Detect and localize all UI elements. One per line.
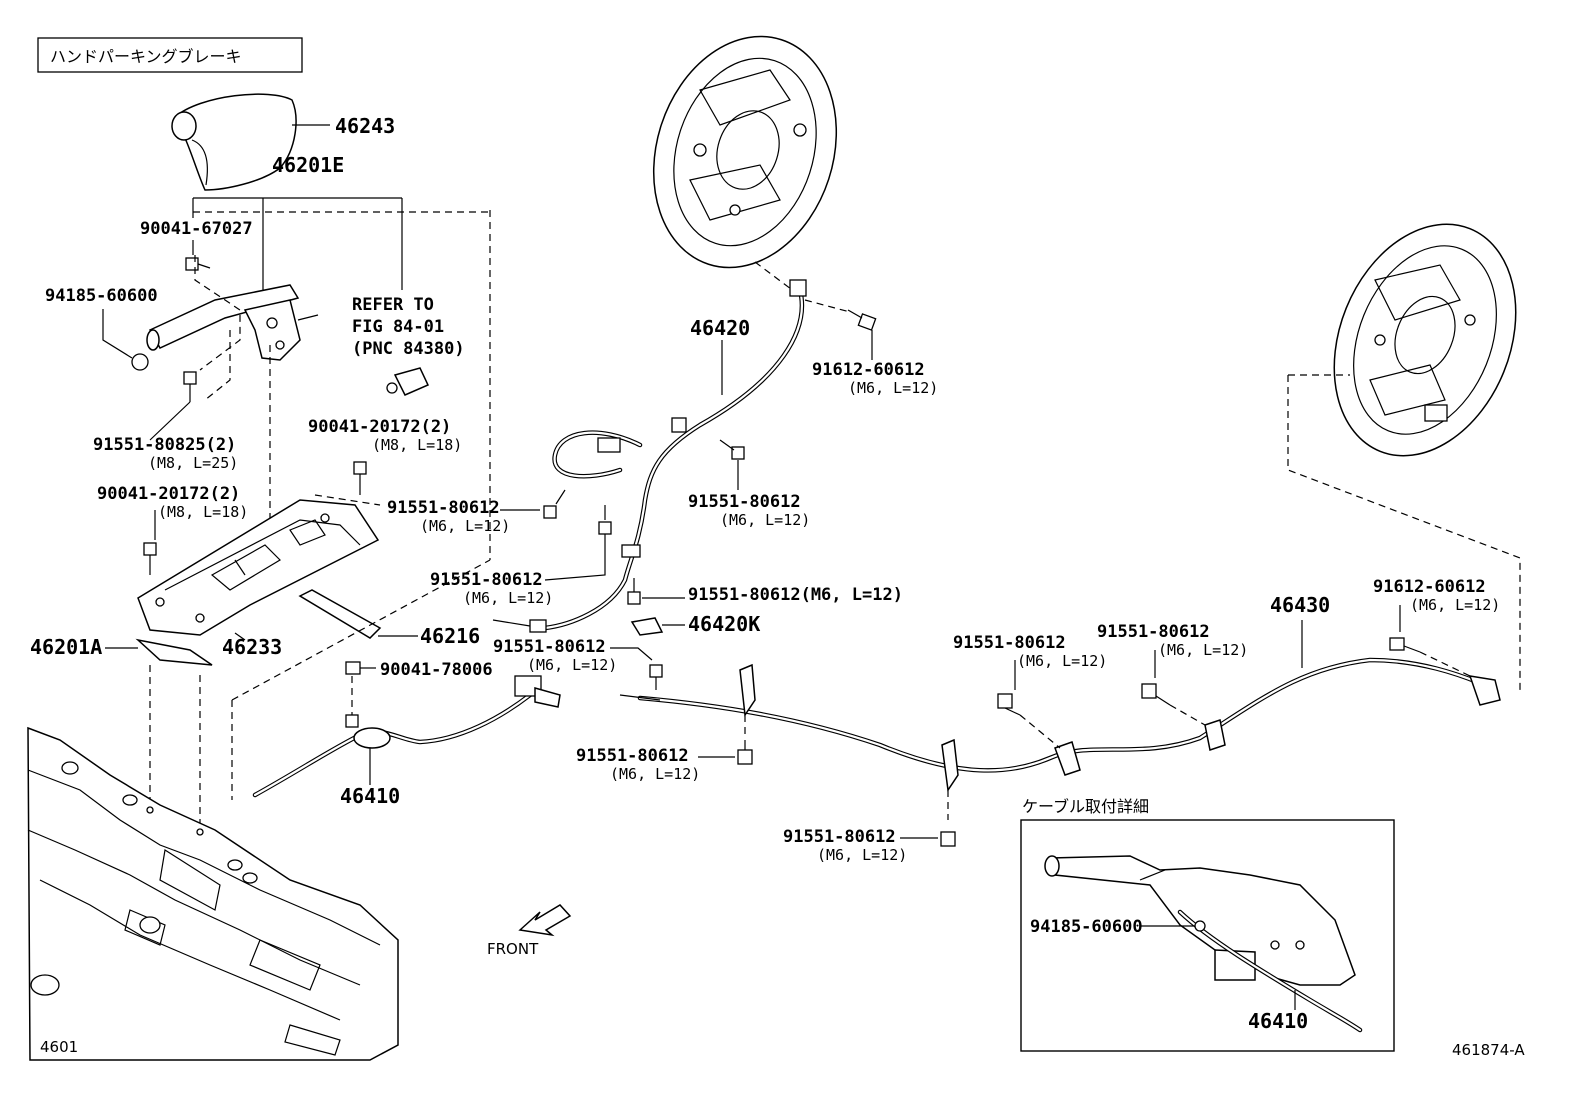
bolt-90041-20172-lower [143, 542, 157, 575]
label-91551-80612-c: 91551-80612 [430, 570, 543, 590]
leader-94185 [102, 309, 133, 359]
bolt-91612-60612-upper [847, 309, 877, 360]
page-code: 4601 [40, 1038, 78, 1056]
bolt-91551-80612-d [627, 578, 685, 605]
switch-84380 [386, 367, 430, 396]
bolt-91551-80825 [149, 371, 197, 441]
label-90041-20172-upper: 90041-20172(2) [308, 417, 451, 437]
detail-label-94185-60600: 94185-60600 [1030, 917, 1143, 937]
label-46216: 46216 [420, 624, 480, 648]
bolt-91551-80612-f [698, 715, 753, 765]
nut-90041-78006 [345, 661, 376, 675]
front-label: FRONT [487, 940, 539, 958]
bolt-90041-67027 [185, 240, 211, 271]
bolt-91551-80612-a [500, 489, 566, 519]
guide-lines-lever [193, 210, 491, 560]
bolt-91551-80612-g [997, 660, 1061, 749]
spec-91612-60612-upper: (M6, L=12) [848, 379, 938, 397]
bolt-90041-20172-upper [353, 461, 367, 495]
spec-91551-80612-g: (M6, L=12) [1017, 652, 1107, 670]
spec-91551-80825: (M8, L=25) [148, 454, 238, 472]
clip-94185-60600 [131, 353, 149, 371]
floor-pan [27, 726, 399, 1061]
label-91551-80612-e: 91551-80612 [493, 637, 606, 657]
label-91551-80612-g: 91551-80612 [953, 633, 1066, 653]
spec-91551-80612-b: (M6, L=12) [720, 511, 810, 529]
label-91551-80612-d: 91551-80612(M6, L=12) [688, 585, 903, 605]
label-91612-60612-lower: 91612-60612 [1373, 577, 1486, 597]
detail-box [1020, 819, 1395, 1052]
label-91551-80612-b: 91551-80612 [688, 492, 801, 512]
spec-90041-20172-lower: (M8, L=18) [158, 503, 248, 521]
label-46410: 46410 [340, 784, 400, 808]
detail-label-46410: 46410 [1248, 1009, 1308, 1033]
label-90041-78006: 90041-78006 [380, 660, 493, 680]
spec-90041-20172-upper: (M8, L=18) [372, 436, 462, 454]
label-91551-80612-a: 91551-80612 [387, 498, 500, 518]
bolt-91551-80612-h [1141, 650, 1206, 726]
bolt-91551-80612-c [544, 505, 612, 581]
label-91612-60612-upper: 91612-60612 [812, 360, 925, 380]
spec-91551-80612-h: (M6, L=12) [1158, 641, 1248, 659]
bolt-91551-80612-i [900, 790, 956, 847]
label-46201E: 46201E [272, 153, 344, 177]
label-46430: 46430 [1270, 593, 1330, 617]
cable-46410 [252, 675, 561, 798]
clip-46420K [630, 617, 685, 636]
label-90041-20172-lower: 90041-20172(2) [97, 484, 240, 504]
label-90041-67027: 90041-67027 [140, 219, 253, 239]
refer-line2: FIG 84-01 [352, 317, 444, 337]
plate-46201A [135, 638, 213, 666]
title-box: ハンドパーキングブレーキ [37, 37, 303, 73]
backing-plate-lower [1333, 223, 1517, 457]
bolt-91551-80612-b [719, 439, 745, 490]
guide-lines-floor [149, 494, 491, 832]
label-46420: 46420 [690, 316, 750, 340]
lever-grip-46243 [171, 93, 330, 191]
label-46420K: 46420K [688, 612, 760, 636]
plate-46216 [298, 589, 382, 639]
refer-line1: REFER TO [352, 295, 434, 315]
spec-91551-80612-f: (M6, L=12) [610, 765, 700, 783]
spec-91612-60612-lower: (M6, L=12) [1410, 596, 1500, 614]
spec-91551-80612-c: (M6, L=12) [463, 589, 553, 607]
front-arrow-icon [518, 904, 572, 937]
bracket-46233 [137, 499, 380, 636]
bracket-46201E-leaders [192, 197, 403, 300]
cable-46430 [619, 620, 1501, 793]
label-94185-60600: 94185-60600 [45, 286, 158, 306]
spec-91551-80612-e: (M6, L=12) [527, 656, 617, 674]
backing-plate-upper [652, 35, 838, 269]
spec-91551-80612-i: (M6, L=12) [817, 846, 907, 864]
figure-id: 461874-A [1452, 1041, 1525, 1059]
spec-91551-80612-a: (M6, L=12) [420, 517, 510, 535]
detail-title: ケーブル取付詳細 [1022, 797, 1149, 816]
refer-line3: (PNC 84380) [352, 339, 465, 359]
guide-lines-rear [1287, 374, 1521, 690]
label-91551-80612-i: 91551-80612 [783, 827, 896, 847]
label-91551-80825: 91551-80825(2) [93, 435, 236, 455]
label-91551-80612-h: 91551-80612 [1097, 622, 1210, 642]
lever-46201E [146, 284, 319, 361]
label-46243: 46243 [335, 114, 395, 138]
label-46233: 46233 [222, 635, 282, 659]
label-91551-80612-f: 91551-80612 [576, 746, 689, 766]
bolt-91612-60612-lower [1389, 605, 1471, 677]
bolt-91551-80612-e [610, 647, 663, 690]
label-46201A: 46201A [30, 635, 102, 659]
diagram-title: ハンドパーキングブレーキ [50, 47, 242, 66]
cable-46420 [492, 279, 807, 633]
